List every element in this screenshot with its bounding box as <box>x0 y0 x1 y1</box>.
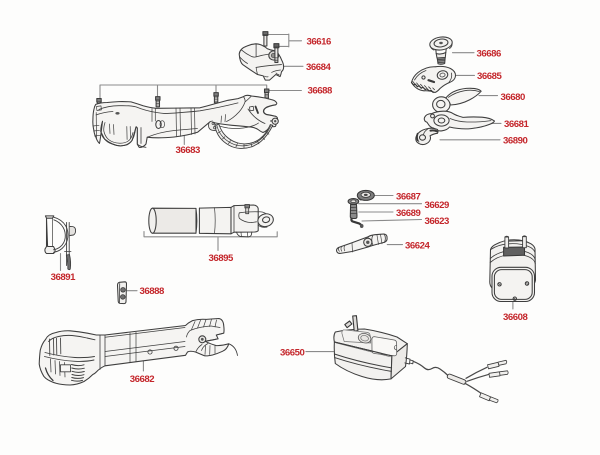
svg-text:36891: 36891 <box>51 272 77 283</box>
svg-text:36629: 36629 <box>425 200 450 211</box>
svg-text:36682: 36682 <box>130 374 155 385</box>
svg-text:36888: 36888 <box>140 286 166 297</box>
svg-text:36624: 36624 <box>405 241 431 252</box>
svg-text:36687: 36687 <box>396 192 421 203</box>
svg-text:36683: 36683 <box>176 145 201 156</box>
svg-text:36608: 36608 <box>503 312 529 323</box>
svg-text:36890: 36890 <box>503 136 528 147</box>
svg-text:36689: 36689 <box>396 208 421 219</box>
svg-text:36623: 36623 <box>425 216 450 227</box>
svg-text:36616: 36616 <box>307 36 332 47</box>
svg-text:36688: 36688 <box>308 86 334 97</box>
svg-text:36686: 36686 <box>477 49 502 60</box>
svg-text:36685: 36685 <box>477 71 503 82</box>
svg-text:36895: 36895 <box>209 253 235 264</box>
svg-text:36681: 36681 <box>504 119 530 130</box>
svg-text:36680: 36680 <box>501 92 526 103</box>
svg-text:36684: 36684 <box>306 62 332 73</box>
svg-text:36650: 36650 <box>280 348 305 359</box>
